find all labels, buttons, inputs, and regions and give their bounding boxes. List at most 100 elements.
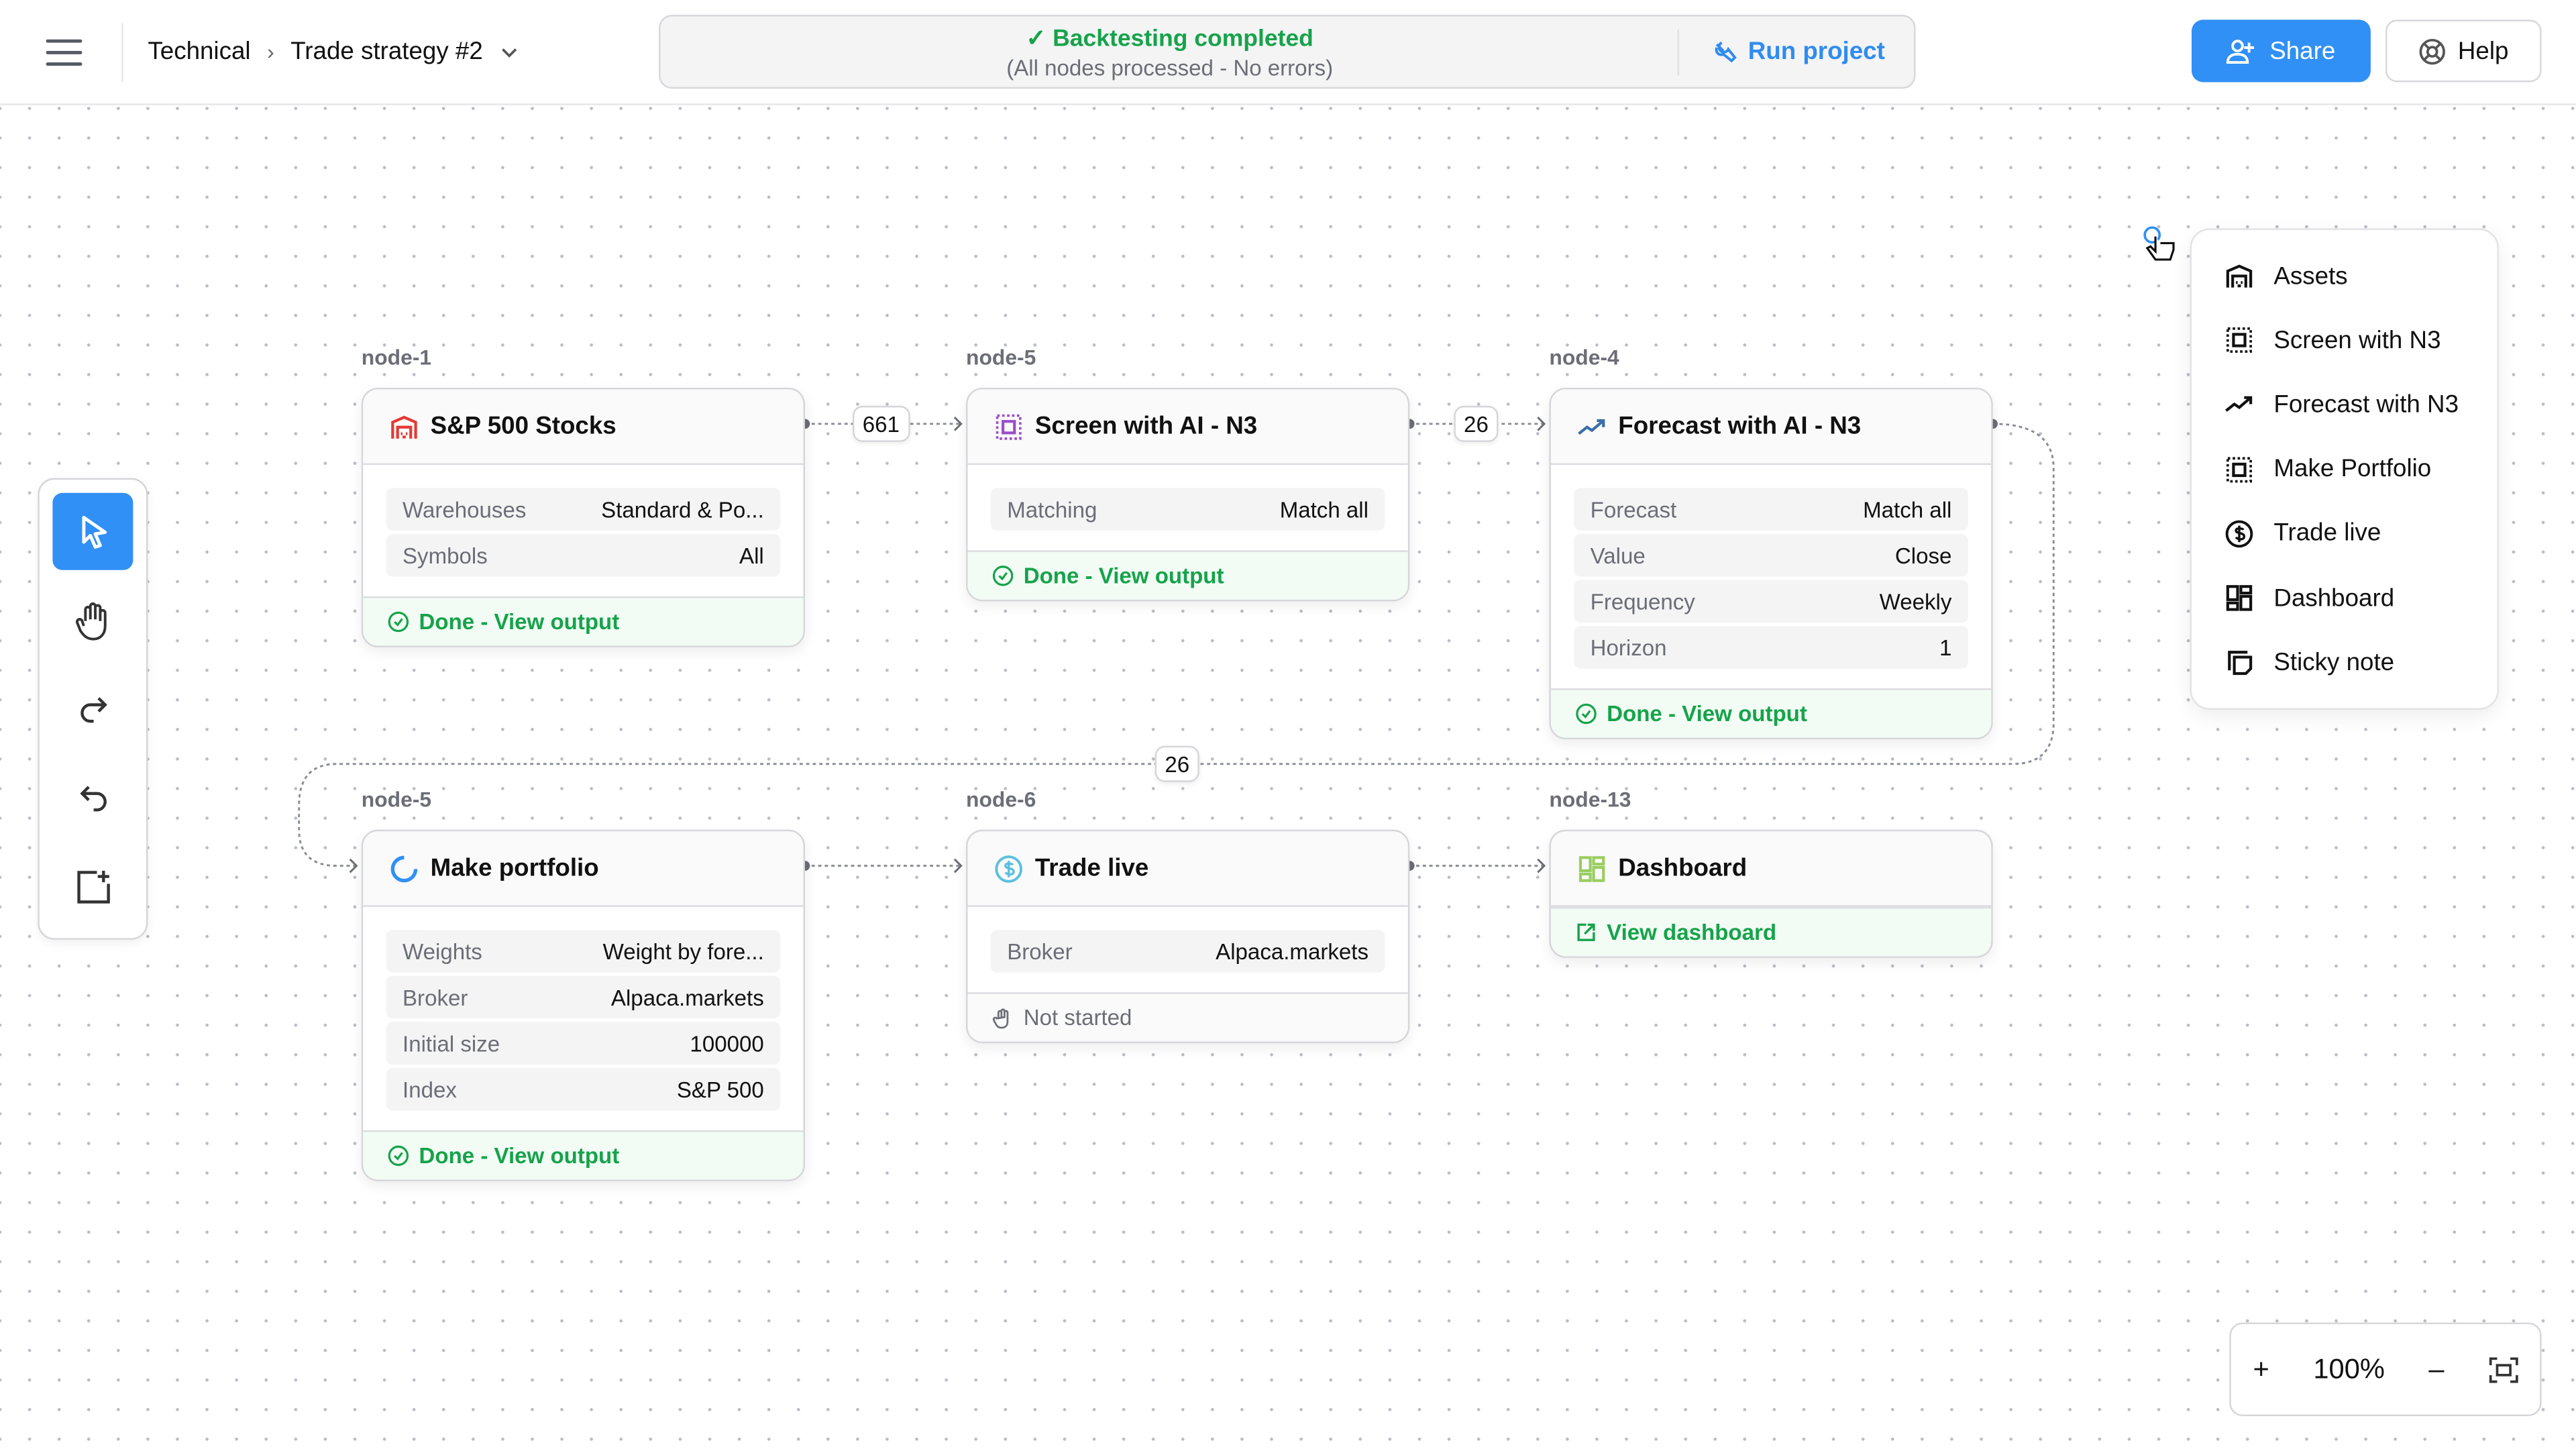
node-header[interactable]: Dashboard — [1550, 831, 1992, 907]
select-tool-button[interactable] — [52, 492, 133, 570]
menu-item-label: Forecast with N3 — [2273, 390, 2459, 419]
share-button[interactable]: Share — [2191, 19, 2371, 83]
external-link-icon — [1577, 923, 1595, 941]
hand-icon — [74, 601, 106, 640]
add-user-icon — [2227, 40, 2255, 64]
node-status[interactable]: Not started — [967, 992, 1408, 1042]
param-value: Match all — [1279, 496, 1369, 522]
pointer-hand-cursor-icon — [2143, 226, 2175, 261]
param-value: 1 — [1939, 635, 1952, 660]
node-header[interactable]: S&P 500 Stocks — [363, 389, 804, 466]
node-header[interactable]: Trade live — [967, 831, 1408, 907]
node-header[interactable]: Make portfolio — [363, 831, 804, 907]
help-button[interactable]: Help — [2385, 19, 2542, 83]
node-id-label: node-5 — [966, 345, 1036, 370]
dashboard-icon — [2224, 583, 2254, 612]
tool-palette — [38, 478, 148, 940]
menu-item-forecast-with-n3[interactable]: Forecast with N3 — [2224, 390, 2459, 419]
breadcrumb-technical[interactable]: Technical — [148, 38, 251, 66]
menu-item-make-portfolio[interactable]: Make Portfolio — [2224, 454, 2431, 484]
param-key: Frequency — [1590, 588, 1695, 614]
breadcrumb-project[interactable]: Trade strategy #2 — [290, 38, 483, 66]
node-status-text: Not started — [1023, 1005, 1132, 1030]
param-row[interactable]: Frequency Weekly — [1574, 580, 1968, 623]
menu-item-dashboard[interactable]: Dashboard — [2224, 583, 2394, 612]
status-panel: ✓ Backtesting completed (All nodes proce… — [659, 15, 1916, 89]
param-value: Match all — [1863, 496, 1952, 522]
param-value: Close — [1894, 543, 1952, 568]
zoom-level: 100% — [2313, 1352, 2385, 1385]
node-status[interactable]: Done - View output — [967, 550, 1408, 600]
param-value: Weight by fore... — [602, 938, 764, 964]
param-value: Alpaca.markets — [610, 985, 764, 1010]
wrench-icon — [1715, 40, 1737, 62]
node-status-text: Done - View output — [419, 1143, 620, 1169]
param-row[interactable]: Symbols All — [386, 533, 781, 577]
node-header[interactable]: Forecast with AI - N3 — [1550, 389, 1992, 466]
chevron-down-icon[interactable] — [499, 42, 519, 61]
node-title: Dashboard — [1618, 854, 1748, 883]
param-value: All — [739, 543, 764, 568]
screen-icon — [2224, 454, 2254, 484]
menu-item-label: Dashboard — [2273, 584, 2395, 612]
node-status[interactable]: View dashboard — [1550, 906, 1992, 957]
param-key: Initial size — [402, 1030, 500, 1056]
warehouse-icon — [389, 411, 419, 441]
fit-view-icon[interactable] — [2488, 1356, 2518, 1383]
hand-tool-button[interactable] — [52, 582, 133, 659]
hamburger-menu-icon[interactable] — [46, 39, 83, 66]
add-node-button[interactable] — [52, 848, 133, 925]
divider — [1677, 30, 1679, 76]
redo-button[interactable] — [52, 670, 133, 747]
node-title: Screen with AI - N3 — [1034, 412, 1258, 441]
trend-icon — [1577, 411, 1607, 441]
node-header[interactable]: Screen with AI - N3 — [967, 389, 1408, 466]
param-key: Symbols — [402, 543, 488, 568]
menu-item-sticky-note[interactable]: Sticky note — [2224, 647, 2394, 677]
node-status[interactable]: Done - View output — [363, 596, 804, 646]
node-status[interactable]: Done - View output — [1550, 688, 1992, 738]
menu-item-screen-with-n3[interactable]: Screen with N3 — [2224, 325, 2441, 355]
zoom-in-button[interactable]: + — [2253, 1352, 2269, 1385]
node-status[interactable]: Done - View output — [363, 1130, 804, 1180]
node-title: Trade live — [1034, 854, 1149, 883]
param-value: Weekly — [1879, 588, 1952, 614]
menu-item-assets[interactable]: Assets — [2224, 261, 2348, 290]
portfolio-icon — [389, 853, 419, 883]
node-status-text: Done - View output — [1023, 564, 1224, 588]
node-title: Forecast with AI - N3 — [1618, 412, 1862, 441]
breadcrumb: Technical › Trade strategy #2 — [148, 38, 519, 66]
node-id-label: node-6 — [966, 787, 1036, 812]
top-bar: Technical › Trade strategy #2 ✓ Backtest… — [0, 0, 2576, 105]
param-key: Broker — [1007, 938, 1073, 964]
divider — [121, 23, 123, 83]
menu-item-trade-live[interactable]: Trade live — [2224, 519, 2381, 548]
menu-item-label: Sticky note — [2273, 648, 2395, 677]
undo-button[interactable] — [52, 759, 133, 836]
node-title: Make portfolio — [430, 854, 599, 883]
zoom-out-button[interactable]: – — [2428, 1352, 2445, 1385]
run-project-button[interactable]: Run project — [1712, 38, 1885, 66]
node-id-label: node-4 — [1549, 345, 1619, 370]
screen-icon — [994, 411, 1024, 441]
